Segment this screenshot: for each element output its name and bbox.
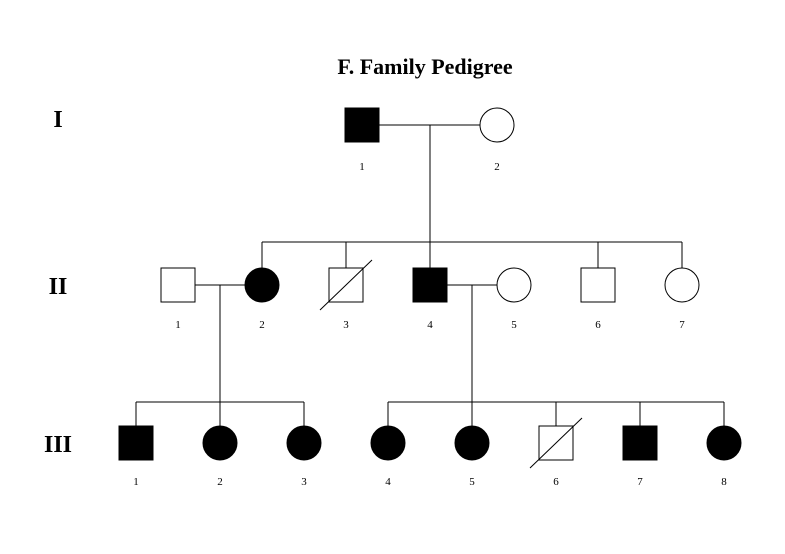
individual-II-1: 1 [160,267,196,331]
unaffected-male-symbol [580,267,616,303]
individual-number: 5 [469,476,475,488]
affected-male-symbol [344,107,380,143]
affected-male-symbol [412,267,448,303]
unaffected-male-symbol [160,267,196,303]
diagram-title: F. Family Pedigree [337,54,513,79]
deceased-slash [529,417,583,469]
individual-number: 1 [175,319,181,331]
individual-III-8: 8 [706,425,742,488]
generation-label: I [53,107,62,133]
individual-II-3: 3 [319,259,373,331]
individual-number: 4 [385,476,391,488]
individual-II-6: 6 [580,267,616,331]
individual-I-2: 2 [479,107,515,173]
generation-label: III [44,432,72,458]
individual-I-1: 1 [344,107,380,173]
individual-II-2: 2 [244,267,280,331]
affected-female-symbol [244,267,280,303]
individual-number: 2 [217,476,223,488]
individual-II-4: 4 [412,267,448,331]
deceased-slash [319,259,373,311]
individual-number: 3 [301,476,307,488]
individual-number: 1 [133,476,139,488]
affected-male-symbol [622,425,658,461]
unaffected-female-symbol [479,107,515,143]
individual-number: 2 [259,319,265,331]
individual-number: 3 [343,319,349,331]
unaffected-female-symbol [496,267,532,303]
affected-female-symbol [286,425,322,461]
individual-II-5: 5 [496,267,532,331]
individual-III-4: 4 [370,425,406,488]
individual-III-1: 1 [118,425,154,488]
affected-male-symbol [118,425,154,461]
individual-II-7: 7 [664,267,700,331]
generation-label: II [49,274,68,300]
individual-number: 4 [427,319,433,331]
connector-lines [135,124,725,426]
unaffected-female-symbol [664,267,700,303]
individual-III-7: 7 [622,425,658,488]
individual-number: 7 [637,476,643,488]
individual-number: 2 [494,161,500,173]
individual-number: 6 [595,319,601,331]
affected-female-symbol [454,425,490,461]
affected-female-symbol [370,425,406,461]
individual-number: 5 [511,319,517,331]
individual-number: 7 [679,319,685,331]
individual-number: 8 [721,476,727,488]
individual-III-5: 5 [454,425,490,488]
individual-symbols: 1 2 1 2 3 4 5 6 7 1 2 3 4 5 6 7 8 [118,107,742,488]
affected-female-symbol [706,425,742,461]
individual-III-6: 6 [529,417,583,488]
individual-number: 6 [553,476,559,488]
individual-III-3: 3 [286,425,322,488]
individual-number: 1 [359,161,365,173]
individual-III-2: 2 [202,425,238,488]
affected-female-symbol [202,425,238,461]
